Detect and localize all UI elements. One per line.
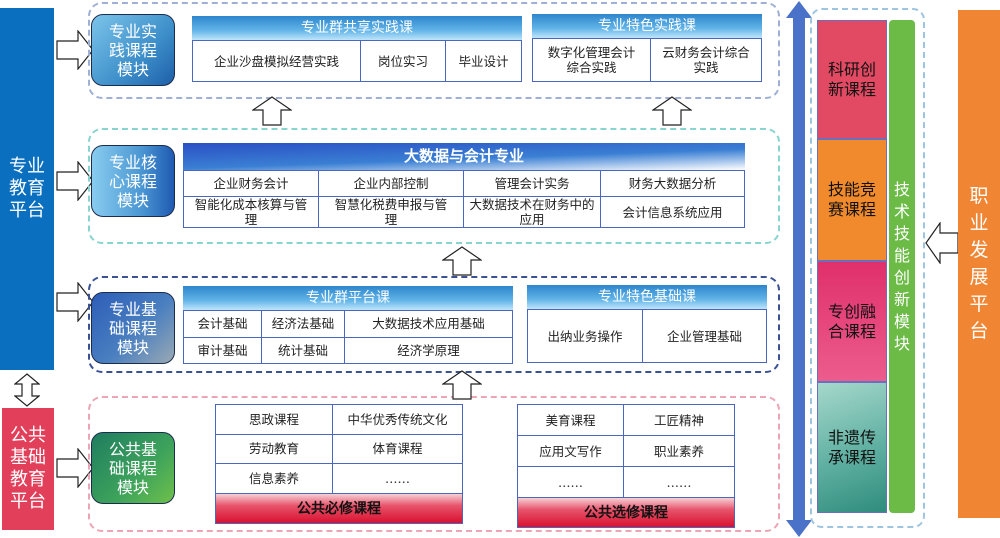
- public-module-label: 公共基础课程模块: [108, 439, 157, 497]
- course-cell-text: 云财务会计综合实践: [662, 45, 750, 75]
- professional-platform-label: 专业教育平台: [9, 156, 45, 221]
- special-foundation-block: 专业特色基础课 出纳业务操作 企业管理基础: [527, 285, 767, 363]
- foundation-module-label: 专业基础课程模块: [108, 299, 157, 357]
- course-cell: 大数据技术在财务中的应用: [463, 196, 601, 228]
- public-module: 公共基础课程模块: [91, 432, 175, 504]
- up-arrow-icon: [442, 370, 482, 400]
- core-layer-group: [88, 128, 780, 244]
- course-cell: 云财务会计综合实践: [650, 38, 762, 82]
- left-arrow-icon: [925, 222, 959, 264]
- platform-course-title: 专业群平台课: [183, 286, 513, 310]
- practice-module-label: 专业实践课程模块: [108, 21, 157, 79]
- course-cell: ……: [332, 463, 463, 494]
- practice-module: 专业实践课程模块: [91, 14, 175, 86]
- course-cell: 毕业设计: [445, 40, 522, 82]
- special-practice-title: 专业特色实践课: [532, 14, 762, 38]
- public-education-platform: 公共基础教育平台: [2, 408, 54, 530]
- practice-layer-group: [88, 2, 780, 99]
- public-elective-block: 美育课程工匠精神 应用文写作职业素养 ………… 公共选修课程: [517, 404, 735, 528]
- course-cell: 企业沙盘模拟经营实践: [192, 40, 361, 82]
- up-arrow-icon: [442, 246, 482, 276]
- core-module: 专业核心课程模块: [91, 145, 175, 217]
- shared-practice-title: 专业群共享实践课: [192, 16, 522, 40]
- course-cell: 大数据技术应用基础: [344, 310, 513, 338]
- course-cell: 统计基础: [261, 336, 345, 364]
- foundation-module: 专业基础课程模块: [91, 292, 175, 364]
- course-cell: 出纳业务操作: [527, 309, 643, 363]
- course-cell: 劳动教育: [215, 433, 333, 465]
- skills-competition-course: 技能竞赛课程: [817, 139, 887, 261]
- specialty-innovation-course: 专创融合课程: [817, 261, 887, 382]
- professional-education-platform: 专业教育平台: [0, 8, 54, 370]
- course-cell: 智能化成本核算与管理: [183, 196, 319, 228]
- up-arrow-icon: [652, 96, 692, 126]
- public-elective-title: 公共选修课程: [517, 498, 735, 528]
- career-development-platform: 职业发展平台: [958, 10, 1000, 518]
- special-practice-block: 专业特色实践课 数字化管理会计综合实践 云财务会计综合实践: [532, 14, 762, 82]
- heritage-course: 非遗传承课程: [817, 382, 887, 513]
- course-cell: 工匠精神: [623, 404, 735, 436]
- course-cell-text: 智能化成本核算与管理: [194, 197, 308, 227]
- course-cell: 应用文写作: [517, 435, 624, 467]
- course-cell: 思政课程: [215, 404, 333, 435]
- course-cell: ……: [517, 466, 624, 498]
- course-tile-label: 技能竞赛课程: [827, 180, 876, 219]
- public-required-title: 公共必修课程: [215, 494, 463, 524]
- course-cell: 数字化管理会计综合实践: [532, 38, 651, 82]
- course-cell: 企业内部控制: [318, 170, 464, 197]
- course-cell: 审计基础: [183, 336, 262, 364]
- course-cell: 体育课程: [332, 433, 463, 465]
- course-cell: 中华优秀传统文化: [332, 404, 463, 435]
- course-cell: 会计基础: [183, 310, 262, 338]
- course-cell: 岗位实习: [360, 40, 446, 82]
- public-layer-group: [88, 396, 780, 532]
- course-cell: 经济学原理: [344, 336, 513, 364]
- tech-module-label: 技术技能创新模块: [893, 179, 910, 353]
- tech-skill-innovation-module: 技术技能创新模块: [889, 20, 915, 513]
- research-innovation-course: 科研创新课程: [817, 20, 887, 139]
- double-arrow-icon: [14, 373, 40, 407]
- vertical-double-arrow-icon: [786, 1, 812, 537]
- right-arrow-icon: [56, 161, 94, 201]
- course-cell: 企业管理基础: [642, 309, 767, 363]
- shared-practice-block: 专业群共享实践课 企业沙盘模拟经营实践 岗位实习 毕业设计: [192, 16, 522, 82]
- course-cell: 美育课程: [517, 404, 624, 436]
- course-cell: 职业素养: [623, 435, 735, 467]
- public-platform-label: 公共基础教育平台: [10, 425, 46, 512]
- platform-course-block: 专业群平台课 会计基础 经济法基础 大数据技术应用基础 审计基础 统计基础 经济…: [183, 286, 513, 364]
- course-cell: 企业财务会计: [183, 170, 319, 197]
- foundation-layer-group: [88, 276, 780, 373]
- innovation-group: [810, 8, 925, 528]
- core-course-block: 大数据与会计专业 企业财务会计 企业内部控制 管理会计实务 财务大数据分析 智能…: [183, 143, 745, 228]
- course-tile-label: 非遗传承课程: [827, 427, 876, 467]
- right-arrow-icon: [56, 282, 94, 322]
- course-cell-text: 数字化管理会计综合实践: [547, 45, 636, 75]
- course-tile-label: 科研创新课程: [827, 59, 876, 99]
- course-cell: 信息素养: [215, 463, 333, 494]
- core-module-label: 专业核心课程模块: [108, 152, 157, 210]
- course-cell: 财务大数据分析: [600, 170, 745, 197]
- right-arrow-icon: [56, 448, 94, 488]
- core-title: 大数据与会计专业: [183, 143, 745, 170]
- course-cell: 会计信息系统应用: [600, 196, 745, 228]
- right-arrow-icon: [56, 30, 94, 70]
- course-cell: ……: [623, 466, 735, 498]
- public-required-block: 思政课程中华优秀传统文化 劳动教育体育课程 信息素养…… 公共必修课程: [215, 404, 463, 524]
- course-cell: 经济法基础: [261, 310, 345, 338]
- course-cell-text: 智慧化税费申报与管理: [334, 197, 448, 227]
- course-cell-text: 大数据技术在财务中的应用: [469, 197, 595, 227]
- special-foundation-title: 专业特色基础课: [527, 285, 767, 309]
- course-cell: 管理会计实务: [463, 170, 601, 197]
- course-cell: 智慧化税费申报与管理: [318, 196, 464, 228]
- course-tile-label: 专创融合课程: [827, 301, 876, 341]
- up-arrow-icon: [252, 96, 292, 126]
- career-platform-label: 职业发展平台: [969, 185, 989, 342]
